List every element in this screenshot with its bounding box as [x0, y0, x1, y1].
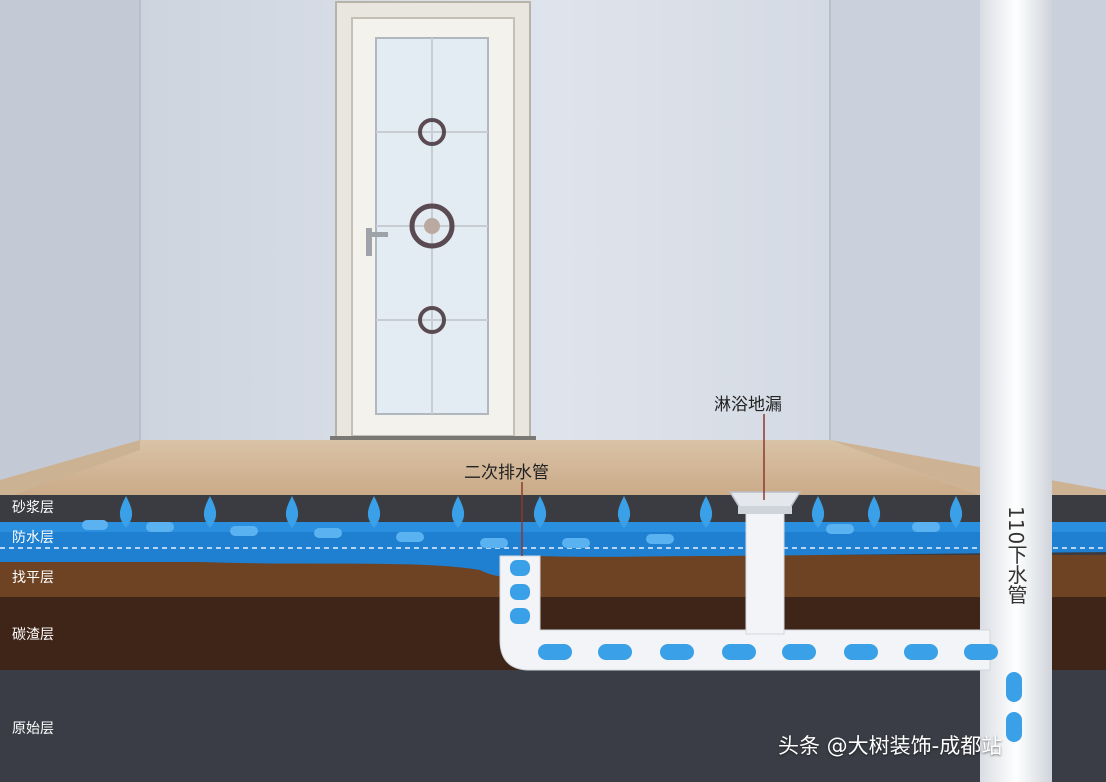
- layer-label-cinder: 碳渣层: [12, 627, 54, 643]
- droplet: [949, 496, 963, 528]
- callout-secondary-drain: 二次排水管: [464, 463, 549, 483]
- left-wall: [0, 0, 140, 520]
- pipe-water: [510, 560, 1022, 742]
- droplet: [617, 496, 631, 528]
- waterproof-layer: [0, 522, 1106, 577]
- callout-main-pipe: 110下水管: [1004, 506, 1028, 605]
- door: [330, 1, 536, 448]
- floor-tiles: [0, 440, 980, 500]
- water-droplets: [119, 496, 963, 528]
- layer-label-leveling: 找平层: [12, 570, 54, 586]
- layer-label-mortar: 砂浆层: [12, 500, 54, 516]
- watermark: 头条 @大树装饰-成都站: [778, 734, 1003, 758]
- droplet: [367, 496, 381, 528]
- original-layer: [0, 670, 1106, 782]
- droplet: [285, 496, 299, 528]
- droplet: [451, 496, 465, 528]
- droplet: [119, 496, 133, 528]
- droplet: [811, 496, 825, 528]
- layer-label-waterproof: 防水层: [12, 530, 54, 546]
- door-handle: [366, 228, 372, 256]
- droplet: [867, 496, 881, 528]
- seepage-flow: [82, 520, 940, 548]
- right-wall: [830, 0, 1106, 500]
- droplet: [533, 496, 547, 528]
- shower-floor-drain: [728, 491, 802, 635]
- main-drain-pipe: [980, 0, 1052, 782]
- droplet: [699, 496, 713, 528]
- layer-label-original: 原始层: [12, 721, 54, 737]
- secondary-drain-pipe: [499, 555, 991, 671]
- callout-shower-drain: 淋浴地漏: [714, 395, 782, 415]
- droplet: [203, 496, 217, 528]
